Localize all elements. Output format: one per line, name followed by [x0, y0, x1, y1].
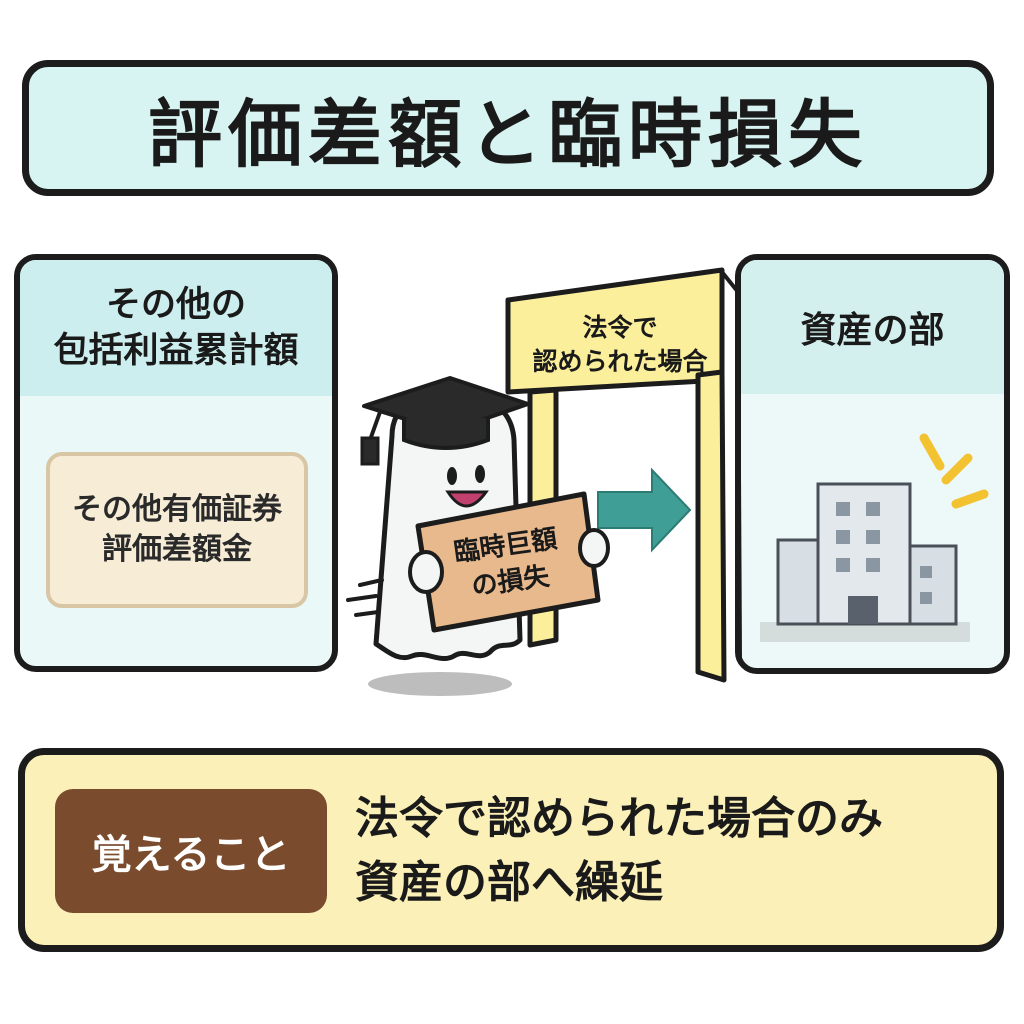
- gate-label-line-1: 法令で: [582, 313, 658, 342]
- graduation-cap-icon: [360, 376, 530, 466]
- summary-box: 覚えること 法令で認められた場合のみ 資産の部へ繰延: [18, 748, 1004, 952]
- right-panel-header: 資産の部: [741, 260, 1004, 394]
- summary-line-2: 資産の部へ繰延: [355, 857, 663, 908]
- arrow-right-icon: [597, 467, 692, 553]
- page-title: 評価差額と臨時損失: [148, 91, 868, 178]
- summary-text: 法令で認められた場合のみ 資産の部へ繰延: [355, 781, 991, 921]
- sign-label: 臨時巨額 の損失: [412, 502, 604, 626]
- gate-label-line-2: 認められた場合: [532, 347, 708, 376]
- summary-line-1: 法令で認められた場合のみ: [355, 793, 883, 844]
- securities-valuation-box: その他有価証券 評価差額金: [46, 452, 308, 608]
- title-banner: 評価差額と臨時損失: [22, 60, 994, 196]
- character-shadow: [368, 672, 512, 696]
- left-panel-oci: その他の 包括利益累計額 その他有価証券 評価差額金: [14, 254, 338, 672]
- right-panel-heading: 資産の部: [800, 310, 945, 351]
- remember-badge-label: 覚えること: [91, 832, 291, 878]
- gate-label: 法令で 認められた場合: [520, 300, 720, 390]
- remember-badge: 覚えること: [55, 789, 327, 913]
- left-panel-heading-line-2: 包括利益累計額: [53, 331, 299, 371]
- left-panel-heading-line-1: その他の: [105, 285, 246, 325]
- left-panel-header: その他の 包括利益累計額: [20, 260, 332, 396]
- right-panel-assets: 資産の部: [735, 254, 1010, 674]
- securities-valuation-line-2: 評価差額金: [102, 532, 252, 567]
- securities-valuation-line-1: その他有価証券: [72, 492, 282, 527]
